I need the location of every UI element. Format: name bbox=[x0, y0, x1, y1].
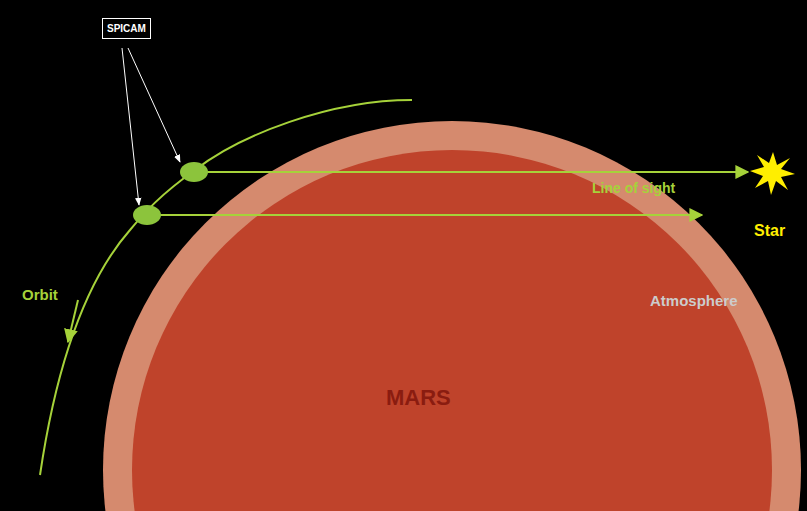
orbit-path bbox=[40, 100, 412, 475]
atmosphere-layer bbox=[103, 121, 801, 511]
line-of-sight bbox=[158, 214, 702, 216]
line-of-sight-label: Line of sight bbox=[592, 180, 675, 196]
orbit-direction-arrow bbox=[68, 300, 78, 342]
star-symbol bbox=[750, 152, 795, 195]
leader-line bbox=[122, 48, 139, 205]
instrument-box-text: SPICAM bbox=[107, 23, 146, 34]
spacecraft-position bbox=[180, 162, 208, 182]
spacecraft-position bbox=[133, 205, 161, 225]
leader-line bbox=[128, 48, 180, 162]
orbit-label: Orbit bbox=[22, 286, 58, 303]
planet-name: MARS bbox=[384, 383, 453, 413]
atmosphere-label: Atmosphere bbox=[650, 292, 738, 309]
line-of-sight bbox=[205, 171, 748, 173]
star-label: Star bbox=[754, 222, 785, 240]
planet-name-text: MARS bbox=[386, 385, 451, 411]
instrument-box: SPICAM bbox=[102, 18, 151, 39]
mars-planet bbox=[132, 150, 772, 511]
